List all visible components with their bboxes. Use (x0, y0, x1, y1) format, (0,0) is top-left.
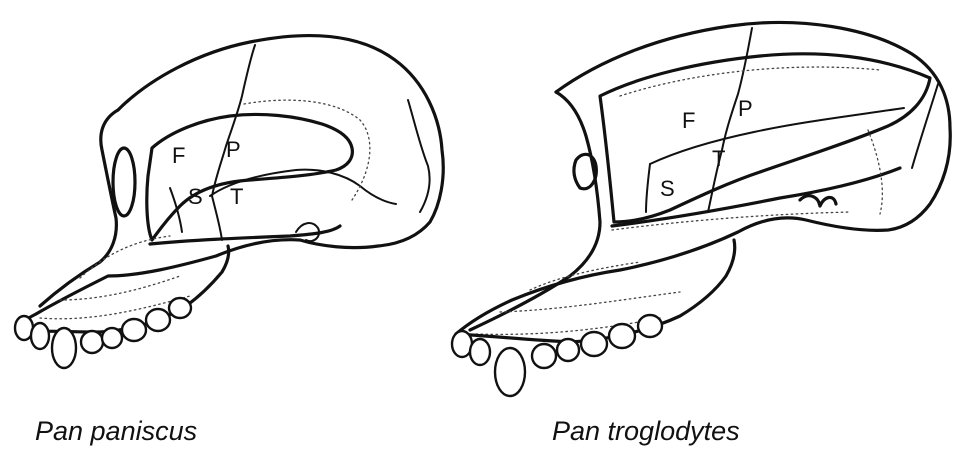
right-label-temporal: T (712, 146, 725, 171)
right-tooth-row (452, 315, 662, 396)
left-label-temporal: T (230, 184, 243, 209)
left-label-sphenoid: S (188, 184, 203, 209)
left-maxilla (16, 246, 229, 332)
left-temporal-fossa (147, 114, 353, 240)
right-premolar (532, 344, 556, 368)
right-molar (581, 332, 607, 356)
right-brow-ridge (470, 92, 600, 330)
right-mastoid (800, 196, 836, 206)
right-incisor (470, 339, 490, 365)
right-maxilla (456, 240, 735, 342)
left-molar (122, 319, 146, 341)
pan-troglodytes-skull: F P S T Pan troglodytes (452, 22, 950, 446)
left-orbit (113, 148, 135, 216)
left-premolar (81, 331, 103, 353)
pan-paniscus-skull: F P S T Pan paniscus (15, 36, 443, 446)
left-label-frontal: F (172, 143, 185, 168)
right-sphenoid-suture (646, 164, 650, 212)
left-label-parietal: P (226, 137, 241, 162)
right-skull-outline (456, 22, 950, 334)
right-label-frontal: F (682, 108, 695, 133)
left-canine (52, 328, 76, 368)
right-label-parietal: P (738, 96, 753, 121)
right-canine (495, 348, 525, 396)
right-caption: Pan troglodytes (552, 416, 740, 446)
right-zygomatic-arch (612, 168, 900, 226)
left-premolar (102, 328, 122, 348)
left-incisor (31, 323, 49, 349)
right-temporal-fossa (600, 54, 930, 222)
right-molar (609, 324, 635, 348)
left-lambdoid-suture (408, 100, 430, 212)
right-premolar (557, 339, 579, 361)
left-tooth-row (15, 298, 191, 368)
right-label-sphenoid: S (660, 176, 675, 201)
right-molar (638, 315, 662, 337)
left-molar (146, 309, 170, 331)
left-caption: Pan paniscus (35, 416, 197, 446)
left-coronal-suture (212, 45, 255, 196)
left-molar (169, 298, 191, 318)
